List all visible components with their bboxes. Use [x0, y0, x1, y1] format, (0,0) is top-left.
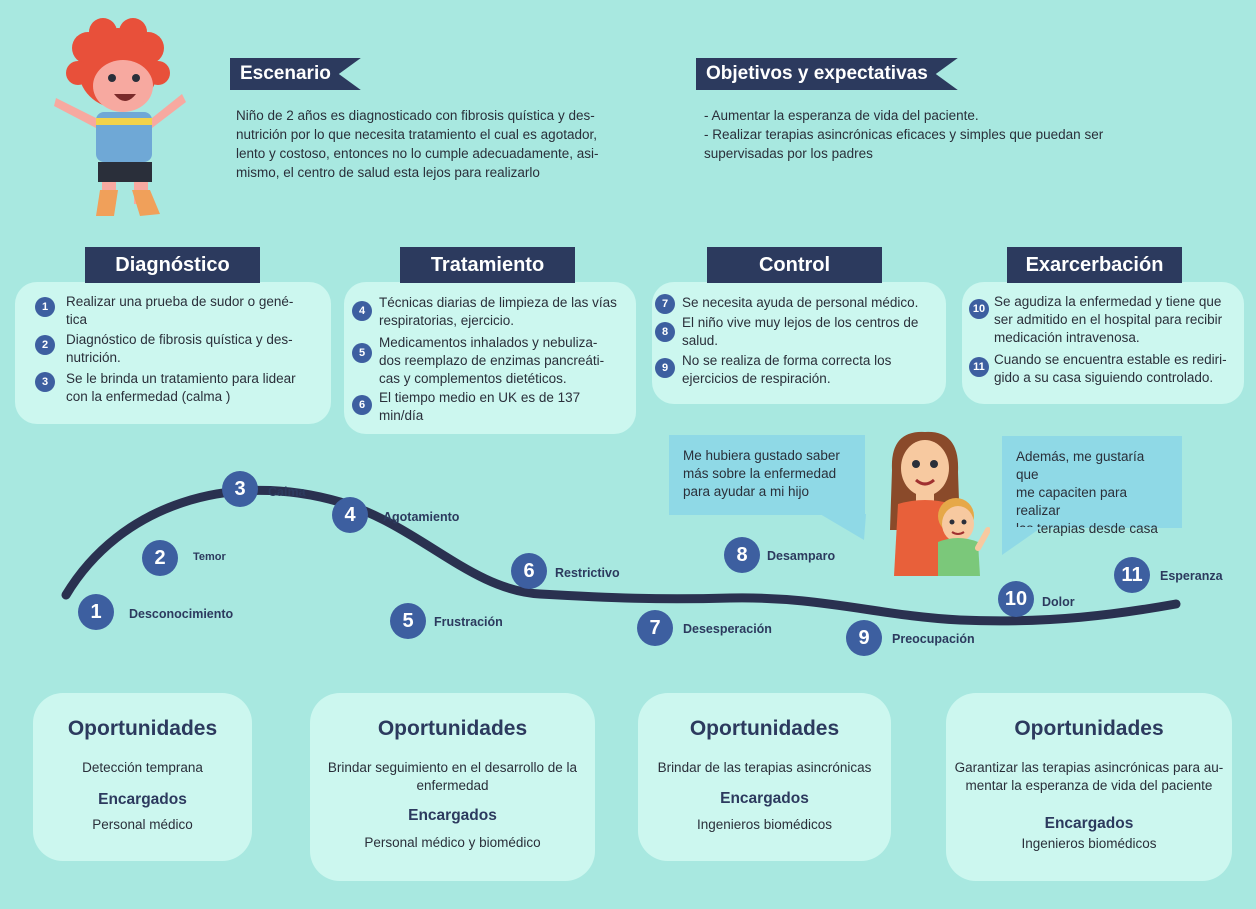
- emotion-number-9: 9: [846, 620, 882, 656]
- step-number: 8: [655, 322, 675, 342]
- emotion-label: Temor: [193, 551, 226, 563]
- step-number: 7: [655, 294, 675, 314]
- step-number: 5: [352, 343, 372, 363]
- step-text: El niño vive muy lejos de los centros de…: [682, 315, 919, 348]
- emotion-number-11: 11: [1114, 557, 1150, 593]
- emotion-label: Desesperación: [683, 622, 772, 636]
- opportunity-title: Oportunidades: [377, 717, 528, 740]
- opportunity-title: Oportunidades: [67, 717, 218, 740]
- step-text: Cuando se encuentra estable es rediri-gi…: [994, 352, 1227, 385]
- step-number: 9: [655, 358, 675, 378]
- step-text: Se necesita ayuda de personal médico.: [682, 295, 919, 310]
- encargados-value: Ingenieros biomédicos: [1021, 836, 1157, 851]
- emotion-number-2: 2: [142, 540, 178, 576]
- objetivos-title: Objetivos y expectativas: [696, 58, 958, 90]
- child-illustration: [54, 18, 186, 216]
- emotion-number-1: 1: [78, 594, 114, 630]
- encargados-value: Personal médico: [92, 817, 193, 832]
- phase-box-tratamiento: 4 Técnicas diarias de limpieza de las ví…: [344, 282, 636, 434]
- step-number: 1: [35, 297, 55, 317]
- emotion-number-6: 6: [511, 553, 547, 589]
- encargados-title: Encargados: [1044, 815, 1134, 832]
- speech-bubble-tail: [1002, 527, 1042, 555]
- opportunity-card-3: Oportunidades Brindar de las terapias as…: [638, 693, 891, 861]
- step-number: 2: [35, 335, 55, 355]
- emotion-number-5: 5: [390, 603, 426, 639]
- emotion-label: Dolor: [1042, 595, 1075, 609]
- objetivos-text: - Aumentar la esperanza de vida del paci…: [704, 108, 1104, 161]
- encargados-title: Encargados: [98, 791, 187, 808]
- opportunity-title: Oportunidades: [1014, 717, 1164, 740]
- opportunity-desc: Detección temprana: [82, 760, 203, 775]
- encargados-value: Ingenieros biomédicos: [696, 817, 833, 832]
- emotion-number-10: 10: [998, 581, 1034, 617]
- encargados-title: Encargados: [720, 790, 809, 807]
- emotion-number-3: 3: [222, 471, 258, 507]
- opportunity-card-2: Oportunidades Brindar seguimiento en el …: [310, 693, 595, 881]
- phase-box-diagnostico: 1 Realizar una prueba de sudor o gené-ti…: [15, 282, 331, 424]
- step-text: Técnicas diarias de limpieza de las vías…: [379, 295, 617, 328]
- emotion-label: Calma: [268, 485, 306, 499]
- step-number: 4: [352, 301, 372, 321]
- phase-title-diagnostico: Diagnóstico: [85, 247, 260, 283]
- mother-child-illustration: [890, 431, 990, 576]
- opportunity-desc: Brindar de las terapias asincrónicas: [657, 760, 872, 775]
- step-number: 3: [35, 372, 55, 392]
- emotion-label: Restrictivo: [555, 566, 620, 580]
- step-text: Medicamentos inhalados y nebuliza-dos re…: [379, 335, 605, 386]
- step-number: 11: [969, 357, 989, 377]
- emotion-number-4: 4: [332, 497, 368, 533]
- emotion-label: Desconocimiento: [129, 607, 234, 621]
- step-number: 6: [352, 395, 372, 415]
- opportunity-title: Oportunidades: [689, 717, 840, 740]
- step-text: Realizar una prueba de sudor o gené-tica: [66, 294, 294, 327]
- emotion-number-7: 7: [637, 610, 673, 646]
- opportunity-desc: Garantizar las terapias asincrónicas par…: [954, 760, 1224, 793]
- opportunity-card-4: Oportunidades Garantizar las terapias as…: [946, 693, 1232, 881]
- encargados-title: Encargados: [408, 807, 497, 824]
- opportunity-card-1: Oportunidades Detección temprana Encarga…: [33, 693, 252, 861]
- step-number: 10: [969, 299, 989, 319]
- emotion-label: Desamparo: [767, 549, 836, 563]
- emotion-label: Preocupación: [892, 632, 975, 646]
- speech-bubble-tail: [820, 514, 866, 540]
- phase-title-tratamiento: Tratamiento: [400, 247, 575, 283]
- emotion-label: Agotamiento: [383, 510, 460, 524]
- phase-box-control: 7 Se necesita ayuda de personal médico. …: [652, 282, 946, 404]
- step-text: Diagnóstico de fibrosis quística y des-n…: [66, 332, 293, 365]
- emotion-label: Esperanza: [1160, 569, 1223, 583]
- phase-title-exarcerbacion: Exarcerbación: [1007, 247, 1182, 283]
- emotion-label: Frustración: [434, 615, 503, 629]
- emotion-number-8: 8: [724, 537, 760, 573]
- opportunity-desc: Brindar seguimiento en el desarrollo de …: [327, 760, 578, 793]
- escenario-text: Niño de 2 años es diagnosticado con fibr…: [236, 108, 599, 180]
- phase-title-control: Control: [707, 247, 882, 283]
- encargados-value: Personal médico y biomédico: [364, 835, 541, 850]
